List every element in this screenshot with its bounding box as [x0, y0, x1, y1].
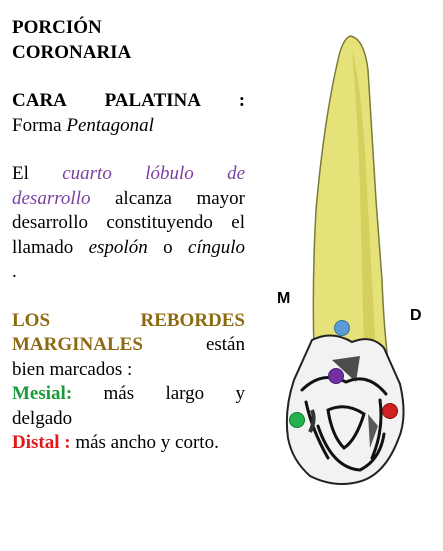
tooth-illustration [285, 35, 405, 485]
rebordes-line1: LOS REBORDES [12, 309, 245, 331]
rebordes-line2: MARGINALES están [12, 334, 245, 355]
blue-dot [334, 320, 350, 336]
mesial-line: Mesial: más largo y [12, 383, 245, 404]
label-mesial: M [277, 290, 291, 307]
description-text: PORCIÓN CORONARIA CARA PALATINA : Forma … [12, 16, 245, 456]
paragraph-line3: desarrollo constituyendo el [12, 212, 245, 233]
label-distal: D [410, 307, 422, 324]
cara-heading: CARA PALATINA : [12, 90, 246, 111]
forma-line: Forma Pentagonal [12, 114, 154, 136]
mesial-line2: delgado [12, 407, 73, 429]
rebordes-line3: bien marcados : [12, 358, 133, 380]
paragraph-line1: El cuarto lóbulo de [12, 163, 246, 184]
paragraph-line5: . [12, 261, 17, 282]
section-title-line2: CORONARIA [12, 41, 132, 63]
tooth-root [312, 35, 389, 361]
crown-inner-ridges [300, 376, 388, 472]
section-title-line1: PORCIÓN [12, 17, 102, 38]
purple-dot [328, 368, 344, 384]
root-shading [352, 50, 376, 350]
paragraph-line2: desarrollo alcanza mayor [12, 187, 246, 209]
tooth-crown [285, 334, 405, 485]
green-dot [289, 412, 305, 428]
distal-line: Distal : más ancho y corto. [12, 432, 219, 453]
red-dot [382, 403, 398, 419]
paragraph-line4: llamado espolón o cíngulo [12, 236, 246, 258]
